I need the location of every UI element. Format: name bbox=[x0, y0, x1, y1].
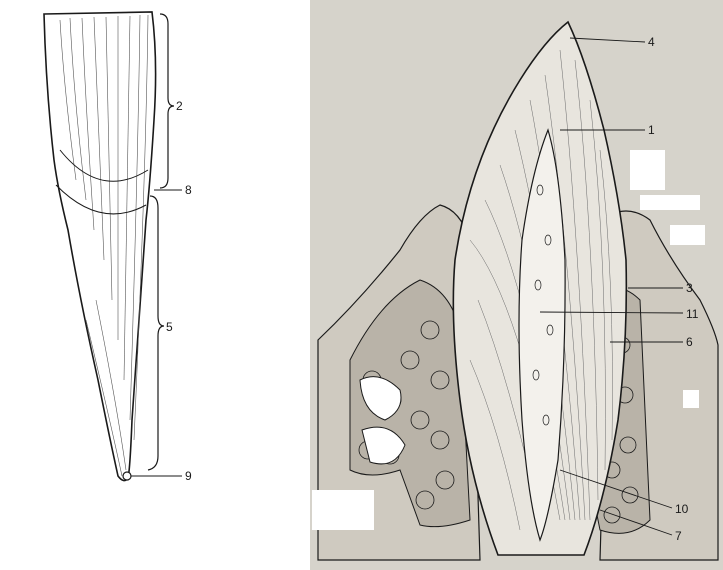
apex-foramen bbox=[123, 472, 131, 480]
label-7: 7 bbox=[675, 529, 682, 543]
scan-patch-4 bbox=[683, 390, 699, 408]
scan-patch-5 bbox=[312, 490, 374, 530]
label-11: 11 bbox=[686, 307, 699, 321]
scan-patch-1 bbox=[630, 150, 665, 190]
label-1: 1 bbox=[648, 123, 655, 137]
crown-bracket bbox=[160, 14, 174, 188]
label-6: 6 bbox=[686, 335, 693, 349]
label-2: 2 bbox=[176, 99, 183, 113]
root-bracket bbox=[148, 196, 164, 470]
label-10: 10 bbox=[675, 502, 689, 516]
sectioned-tooth-in-jaw: 4 1 3 11 6 10 7 bbox=[312, 22, 718, 560]
label-3: 3 bbox=[686, 281, 693, 295]
scan-patch-2 bbox=[640, 195, 700, 210]
label-5: 5 bbox=[166, 320, 173, 334]
label-4: 4 bbox=[648, 35, 655, 49]
label-8: 8 bbox=[185, 183, 192, 197]
isolated-tooth-drawing: 2 8 5 9 bbox=[44, 12, 192, 483]
scan-patch-3 bbox=[670, 225, 705, 245]
label-9: 9 bbox=[185, 469, 192, 483]
